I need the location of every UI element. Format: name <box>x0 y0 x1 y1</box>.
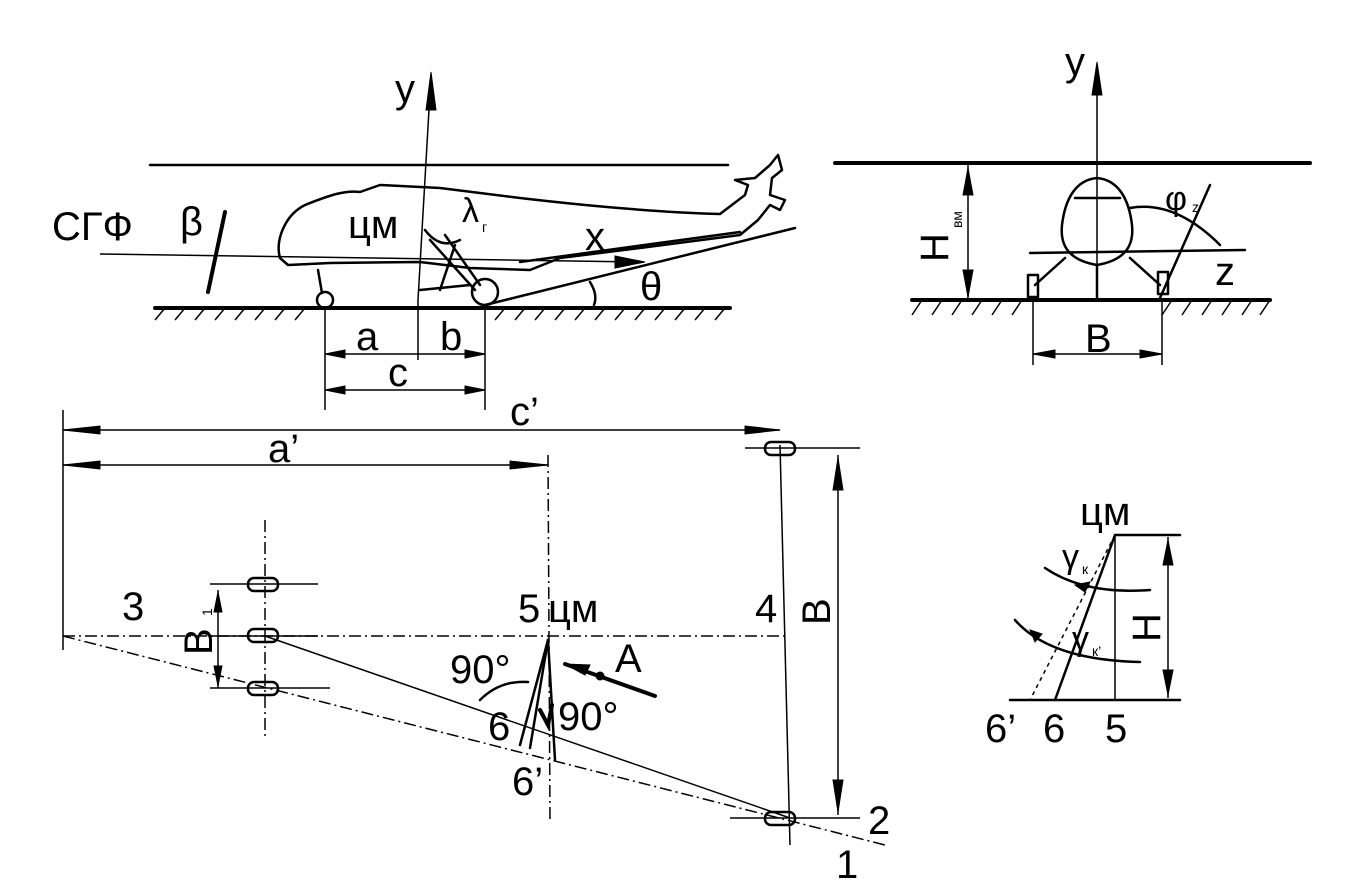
pt3-label: 3 <box>122 585 144 629</box>
b1-sub-label: 1 <box>199 608 215 616</box>
lambda-label: λ <box>462 192 479 230</box>
side-cm-label: цм <box>348 203 398 247</box>
pt5-label: 5 <box>518 587 540 631</box>
gamma-k-sub-label: к <box>1082 561 1089 577</box>
main-wheel <box>470 277 500 307</box>
dim-c-prime-label: c’ <box>510 390 539 434</box>
pt4-label: 4 <box>755 587 777 631</box>
dim-a-label: a <box>356 315 379 359</box>
fuselage-outline <box>277 153 787 272</box>
b1-label: B <box>177 628 221 655</box>
h-vm-sub-label: вм <box>949 211 965 228</box>
nose-wheel <box>315 290 335 310</box>
front-view: y H вм φ z z B <box>833 40 1312 365</box>
wheel-top-left <box>210 576 318 593</box>
wheel-bottom-left <box>210 680 330 697</box>
phi-label: φ <box>1165 180 1187 218</box>
detail-cm-label: цм <box>1080 490 1130 534</box>
detail-pt6-prime-label: 6’ <box>985 707 1016 751</box>
wheel-bottom-right <box>730 810 860 827</box>
tail-boom-lower <box>518 230 742 264</box>
dim-b-label: b <box>440 315 462 359</box>
phi-arc <box>1128 205 1222 247</box>
pt6-prime-label: 6’ <box>512 760 543 804</box>
wheel-mid-left <box>210 627 318 644</box>
lambda-arc <box>423 228 462 245</box>
theta-arc <box>588 280 597 307</box>
theta-label: θ <box>640 265 662 309</box>
wheel-top-right <box>745 440 860 457</box>
plan-b-label: B <box>795 598 839 625</box>
tilt-line <box>483 226 797 307</box>
angle2-label: 90° <box>558 695 619 739</box>
gamma-k2-label: γ <box>1072 620 1089 658</box>
plan-view: c’ a’ 3 B 1 5 цм 4 B 90° 90° A 6 6’ 2 1 <box>62 390 890 887</box>
angle1-label: 90° <box>450 648 511 692</box>
dim-a-prime-label: a’ <box>268 427 299 471</box>
detail-h-label: H <box>1125 613 1169 642</box>
side-y-label: y <box>395 67 415 111</box>
detail-view: цм γ к γ к’ H 6’ 6 5 <box>985 490 1182 751</box>
arrow-a-label: A <box>615 637 642 681</box>
pt6-label: 6 <box>488 705 510 749</box>
gamma-k2-arc <box>1013 618 1142 664</box>
beta-label: β <box>180 200 203 244</box>
dim-c-label: c <box>388 351 408 395</box>
front-tilt-line <box>1158 183 1212 300</box>
angle-arc-2 <box>538 703 554 731</box>
phi-sub-label: z <box>1192 199 1199 215</box>
front-y-label: y <box>1065 40 1085 84</box>
front-b-label: B <box>1085 317 1112 361</box>
pt1-label: 1 <box>836 843 858 887</box>
side-x-label: x <box>585 215 605 259</box>
front-z-label: z <box>1215 250 1235 294</box>
detail-pt5-label: 5 <box>1105 707 1127 751</box>
side-view: y СГФ β цм λ г x θ a b c <box>52 67 797 410</box>
line-3-2 <box>264 635 791 819</box>
front-ground-hatching <box>911 299 1271 316</box>
ground-hatching <box>154 307 726 321</box>
h-vm-label: H <box>913 233 957 262</box>
gamma-k2-sub-label: к’ <box>1092 643 1101 659</box>
gamma-k-label: γ <box>1062 538 1079 576</box>
angle-arc-1 <box>478 680 530 702</box>
y-axis-arrow <box>425 71 437 111</box>
x-axis <box>99 253 641 263</box>
beta-arrow <box>206 210 227 294</box>
detail-pt6-label: 6 <box>1043 707 1065 751</box>
gamma-k-arc <box>1043 566 1152 593</box>
lambda-sub-label: г <box>482 219 487 235</box>
pt2-label: 2 <box>868 799 890 843</box>
plan-cm-label: цм <box>548 587 598 631</box>
line-3-1 <box>62 635 886 846</box>
sgf-label: СГФ <box>52 205 133 249</box>
